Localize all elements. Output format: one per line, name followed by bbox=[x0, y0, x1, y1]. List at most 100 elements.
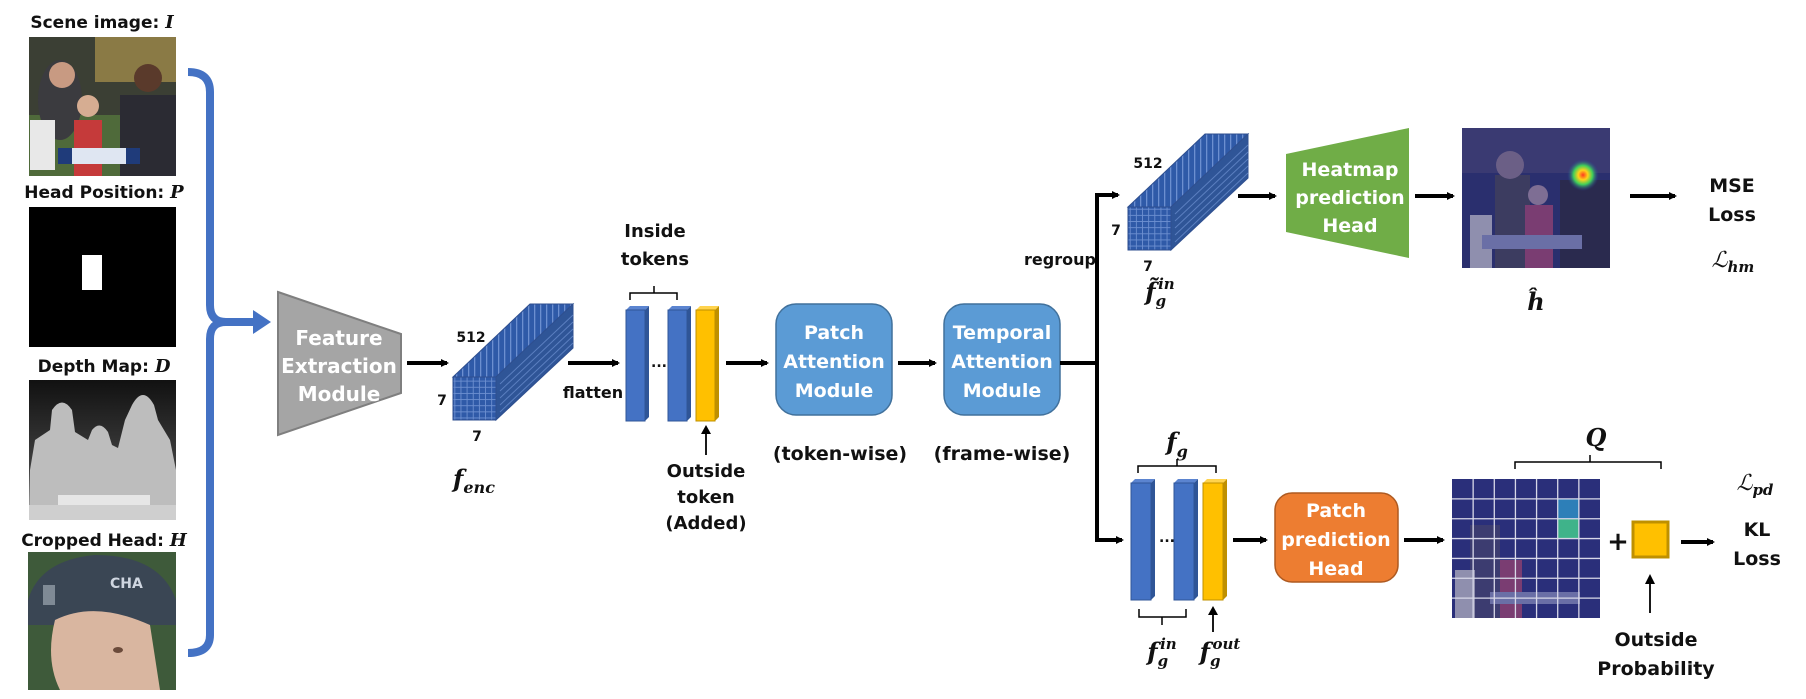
cropped-head-symbol: H bbox=[169, 530, 188, 551]
patch-head-line1: Patch bbox=[1306, 500, 1366, 522]
fin-symbol: fgin bbox=[1145, 635, 1176, 670]
cropped-head-label: Cropped Head: bbox=[21, 531, 170, 551]
svg-text:Head Position: P: Head Position: P bbox=[24, 182, 184, 203]
head-position-label: Head Position: bbox=[24, 183, 170, 203]
grouped-tokens: fg ... fgin fgout bbox=[1130, 427, 1241, 670]
depth-map-image bbox=[29, 380, 176, 520]
kl-loss-symbol: ℒpd bbox=[1737, 471, 1774, 499]
svg-text:Depth Map: D: Depth Map: D bbox=[38, 356, 171, 377]
patch-head-line3: Head bbox=[1308, 558, 1363, 580]
outside-token bbox=[695, 306, 719, 422]
mse-loss-symbol: ℒhm bbox=[1712, 248, 1755, 276]
regroup-label: regroup bbox=[1024, 250, 1096, 269]
mse-loss-line1: MSE bbox=[1709, 175, 1755, 197]
heatmap-head-line3: Head bbox=[1322, 215, 1377, 237]
inside-token-2 bbox=[667, 306, 691, 422]
input-brace bbox=[187, 68, 271, 657]
temporal-attention-line3: Module bbox=[963, 380, 1042, 402]
scene-symbol: I bbox=[164, 12, 174, 33]
fout-symbol: fgout bbox=[1198, 635, 1241, 670]
svg-text:Cropped Head: H: Cropped Head: H bbox=[21, 530, 188, 551]
head-position-mask bbox=[29, 207, 176, 347]
q-brace bbox=[1514, 455, 1662, 469]
encoder-channels: 512 bbox=[456, 330, 485, 346]
svg-text:CHA: CHA bbox=[110, 576, 143, 592]
depth-symbol: D bbox=[154, 356, 171, 377]
inside-tokens-brace bbox=[629, 286, 678, 300]
grouped-tokens-ellipsis: ... bbox=[1159, 530, 1175, 546]
patch-attention-note: (token-wise) bbox=[773, 443, 907, 465]
outside-probability-box bbox=[1631, 520, 1670, 559]
temporal-attention-line1: Temporal bbox=[953, 322, 1051, 344]
grouped-inside-token-2 bbox=[1173, 479, 1198, 601]
outside-probability-arrowhead-icon bbox=[1645, 574, 1655, 584]
heatmap-tensor: 512 7 7 f̃gin bbox=[1111, 132, 1250, 310]
input-cropped-head: Cropped Head: H CHA bbox=[21, 530, 188, 690]
outside-token-line3: (Added) bbox=[665, 513, 746, 534]
inside-tokens-ellipsis: ... bbox=[651, 355, 667, 371]
heatmap-head-line2: prediction bbox=[1295, 187, 1404, 209]
heatmap-output-symbol: ĥ bbox=[1527, 287, 1544, 316]
fg-symbol: fg bbox=[1164, 427, 1188, 461]
heatmap-tensor-width: 7 bbox=[1143, 259, 1153, 275]
inside-tokens-line1: Inside bbox=[624, 221, 686, 242]
heatmap-tensor-height: 7 bbox=[1111, 223, 1121, 239]
svg-text:Scene image: I: Scene image: I bbox=[30, 12, 174, 33]
fout-arrowhead-icon bbox=[1208, 606, 1218, 615]
feature-extraction-module: Feature Extraction Module bbox=[277, 290, 402, 437]
inside-tokens-line2: tokens bbox=[621, 249, 689, 270]
patch-attention-line3: Module bbox=[795, 380, 874, 402]
outside-token-line1: Outside bbox=[667, 461, 746, 482]
feature-extraction-line1: Feature bbox=[295, 326, 382, 350]
patch-grid-highlight-cell bbox=[1557, 518, 1579, 539]
outside-probability-line1: Outside bbox=[1614, 629, 1697, 651]
heatmap-output-image: ĥ bbox=[1462, 128, 1610, 316]
heatmap-head-line1: Heatmap bbox=[1302, 159, 1399, 181]
q-symbol: Q bbox=[1586, 423, 1607, 452]
temporal-attention-line2: Attention bbox=[951, 351, 1052, 373]
encoder-symbol: fenc bbox=[451, 464, 495, 497]
patch-grid-secondary-cell bbox=[1557, 498, 1579, 519]
heatmap-tensor-front-face bbox=[1127, 206, 1172, 251]
heatmap-tensor-symbol: f̃gin bbox=[1143, 275, 1174, 310]
scene-label: Scene image: bbox=[30, 13, 165, 33]
temporal-attention-note: (frame-wise) bbox=[934, 443, 1071, 465]
kl-loss-line2: Loss bbox=[1733, 548, 1781, 570]
outside-probability: Outside Probability bbox=[1597, 520, 1715, 680]
heatmap-tensor-channels: 512 bbox=[1133, 156, 1162, 172]
encoder-tensor-front-face bbox=[452, 376, 497, 421]
encoder-tensor: 512 7 7 fenc bbox=[437, 302, 575, 497]
kl-loss-line1: KL bbox=[1744, 519, 1771, 541]
patch-grid-lines bbox=[1452, 479, 1600, 618]
depth-label: Depth Map: bbox=[38, 357, 155, 377]
grouped-outside-token bbox=[1202, 479, 1227, 601]
temporal-attention-module: Temporal Attention Module (frame-wise) bbox=[934, 303, 1071, 465]
plus-sign: + bbox=[1607, 527, 1629, 557]
outside-token-arrowhead-icon bbox=[701, 425, 711, 434]
head-position-box bbox=[82, 255, 102, 290]
fin-brace bbox=[1138, 609, 1187, 625]
patch-attention-module: Patch Attention Module (token-wise) bbox=[773, 303, 907, 465]
mse-loss: MSE Loss ℒhm bbox=[1708, 175, 1756, 276]
kl-loss: KL Loss ℒpd bbox=[1733, 471, 1781, 570]
encoder-height: 7 bbox=[437, 393, 447, 409]
feature-extraction-line3: Module bbox=[298, 382, 381, 406]
outside-probability-line2: Probability bbox=[1597, 658, 1715, 680]
patch-prediction-head: Patch prediction Head bbox=[1274, 492, 1399, 583]
patch-probability-grid: Q bbox=[1452, 423, 1662, 618]
head-position-symbol: P bbox=[169, 182, 184, 203]
inside-token-1 bbox=[625, 306, 649, 422]
fg-brace bbox=[1137, 459, 1217, 473]
patch-head-line2: prediction bbox=[1281, 529, 1390, 551]
cropped-head-image: CHA bbox=[28, 552, 176, 690]
patch-attention-line1: Patch bbox=[804, 322, 864, 344]
heatmap-prediction-head: Heatmap prediction Head bbox=[1286, 128, 1409, 258]
regroup-split: regroup bbox=[1024, 191, 1124, 544]
encoder-width: 7 bbox=[472, 429, 482, 445]
grouped-inside-token-1 bbox=[1130, 479, 1155, 601]
feature-extraction-line2: Extraction bbox=[281, 354, 397, 378]
heatmap-peak bbox=[1567, 159, 1599, 191]
input-scene-image: Scene image: I bbox=[29, 12, 176, 176]
patch-grid-cells bbox=[1557, 498, 1579, 539]
